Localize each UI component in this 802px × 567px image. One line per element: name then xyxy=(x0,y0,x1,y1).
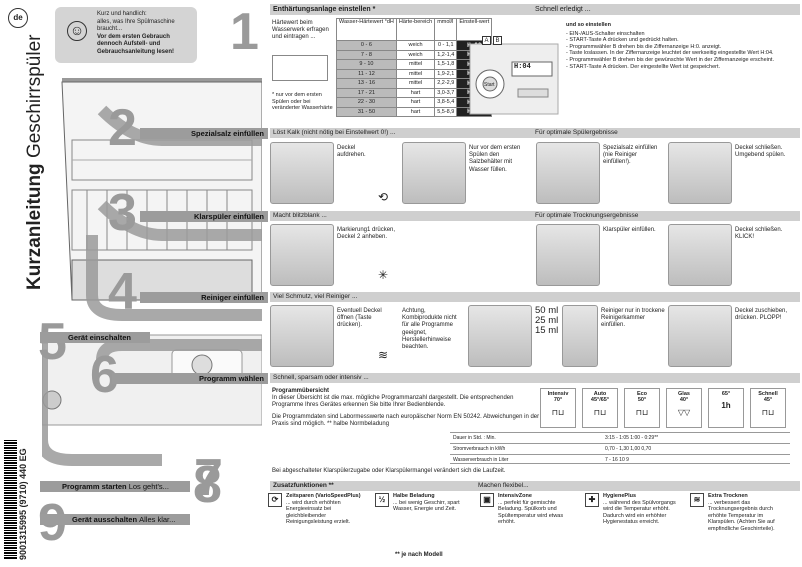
smiley-icon: ☺ xyxy=(67,21,87,41)
sidebar: de Kurzanleitung Geschirrspüler 90013159… xyxy=(0,0,45,567)
salt-image-1 xyxy=(270,142,334,204)
step3-band: Macht blitzblank ...Für optimale Trocknu… xyxy=(270,211,800,221)
clock-icon: ⟳ xyxy=(268,493,282,507)
label-a: A xyxy=(482,36,491,45)
hardness-instruction: Härtewert beim Wasserwerk erfragen und e… xyxy=(272,20,329,41)
row-duration: Dauer in Std. : Min.3:15 - 1:05 1:00 - 0… xyxy=(450,432,790,442)
step-number-1: 1 xyxy=(230,3,259,61)
function-extra-trocknen: ≋Extra Trocknen... verbessert das Trockn… xyxy=(690,493,798,553)
label-b: B xyxy=(493,36,502,45)
detergent-image-3 xyxy=(562,305,598,367)
program-overview: Programmübersicht In dieser Übersicht is… xyxy=(272,388,540,427)
step8-title: Programm starten Los geht's... xyxy=(40,481,190,492)
step2-band: Löst Kalk (nicht nötig bei Einstellwert … xyxy=(270,128,800,138)
step1-header: Enthärtungsanlage einstellen * Schnell e… xyxy=(270,4,800,15)
salt-image-3 xyxy=(536,142,600,204)
digit-display: H:04 xyxy=(514,63,531,71)
water-icon: ≋ xyxy=(378,348,389,362)
rinse-image-2 xyxy=(536,224,600,286)
step6-title: Programm wählen xyxy=(112,373,268,384)
detergent-image-4 xyxy=(668,305,732,367)
function-zeitsparen: ⟳Zeitsparen (VarioSpeedPlus)... wird dur… xyxy=(268,493,368,553)
program-1h: 65°1h xyxy=(708,388,744,428)
step3-title: Klarspüler einfüllen xyxy=(140,211,268,222)
intensive-zone-icon: ▣ xyxy=(480,493,494,507)
step4-title: Reiniger einfüllen xyxy=(140,292,268,303)
function-hygieneplus: ✚HygienePlus... während des Spülvorgangs… xyxy=(585,493,685,553)
step-number-7: 7 xyxy=(194,449,223,507)
barcode-number: 9001315995 (9710) 440 EG xyxy=(18,448,28,560)
function-intensivzone: ▣IntensivZone... perfekt für gemischte B… xyxy=(480,493,580,553)
step2-title: Spezialsalz einfüllen xyxy=(140,128,268,139)
step-number-8: 8 xyxy=(193,456,222,514)
salt-image-2 xyxy=(402,142,466,204)
hardness-entry-box xyxy=(272,55,328,81)
hardness-note: * nur vor dem ersten Spülen oder bei ver… xyxy=(272,92,333,112)
settings-instructions: und so einstellen - EIN-/AUS-Schalter ei… xyxy=(566,22,774,70)
hygiene-icon: ✚ xyxy=(585,493,599,507)
detergent-image-1 xyxy=(270,305,334,367)
step-number-3: 3 xyxy=(108,184,137,242)
half-load-icon: ½ xyxy=(375,493,389,507)
salt-image-4 xyxy=(668,142,732,204)
program-footnote: Bei abgeschalteter Klarspülerzugabe oder… xyxy=(272,468,506,474)
turn-arrow-icon: ⟲ xyxy=(378,190,389,204)
model-note: ** je nach Modell xyxy=(395,552,443,558)
barcode xyxy=(4,440,17,560)
step6-band: Schnell, sparsam oder intensiv ... xyxy=(270,373,800,383)
rinse-image-1 xyxy=(270,224,334,286)
control-panel-diagram xyxy=(469,43,559,115)
drying-icon: ≋ xyxy=(690,493,704,507)
step-number-4: 4 xyxy=(108,263,137,321)
sparkle-icon: ✳ xyxy=(378,268,389,282)
language-badge: de xyxy=(8,8,28,28)
start-label: Start xyxy=(484,82,495,88)
rinse-image-3 xyxy=(668,224,732,286)
step-number-2: 2 xyxy=(108,99,137,157)
step5-title: Gerät einschalten xyxy=(40,332,150,343)
step7-header: Zusatzfunktionen **Machen flexibel... xyxy=(270,481,800,491)
intro-tip: ☺ Kurz und handlich: alles, was Ihre Spü… xyxy=(55,7,197,63)
detergent-image-2 xyxy=(468,305,532,367)
step9-title: Gerät ausschalten Alles klar... xyxy=(40,514,190,525)
step4-band: Viel Schmutz, viel Reiniger ... xyxy=(270,292,800,302)
